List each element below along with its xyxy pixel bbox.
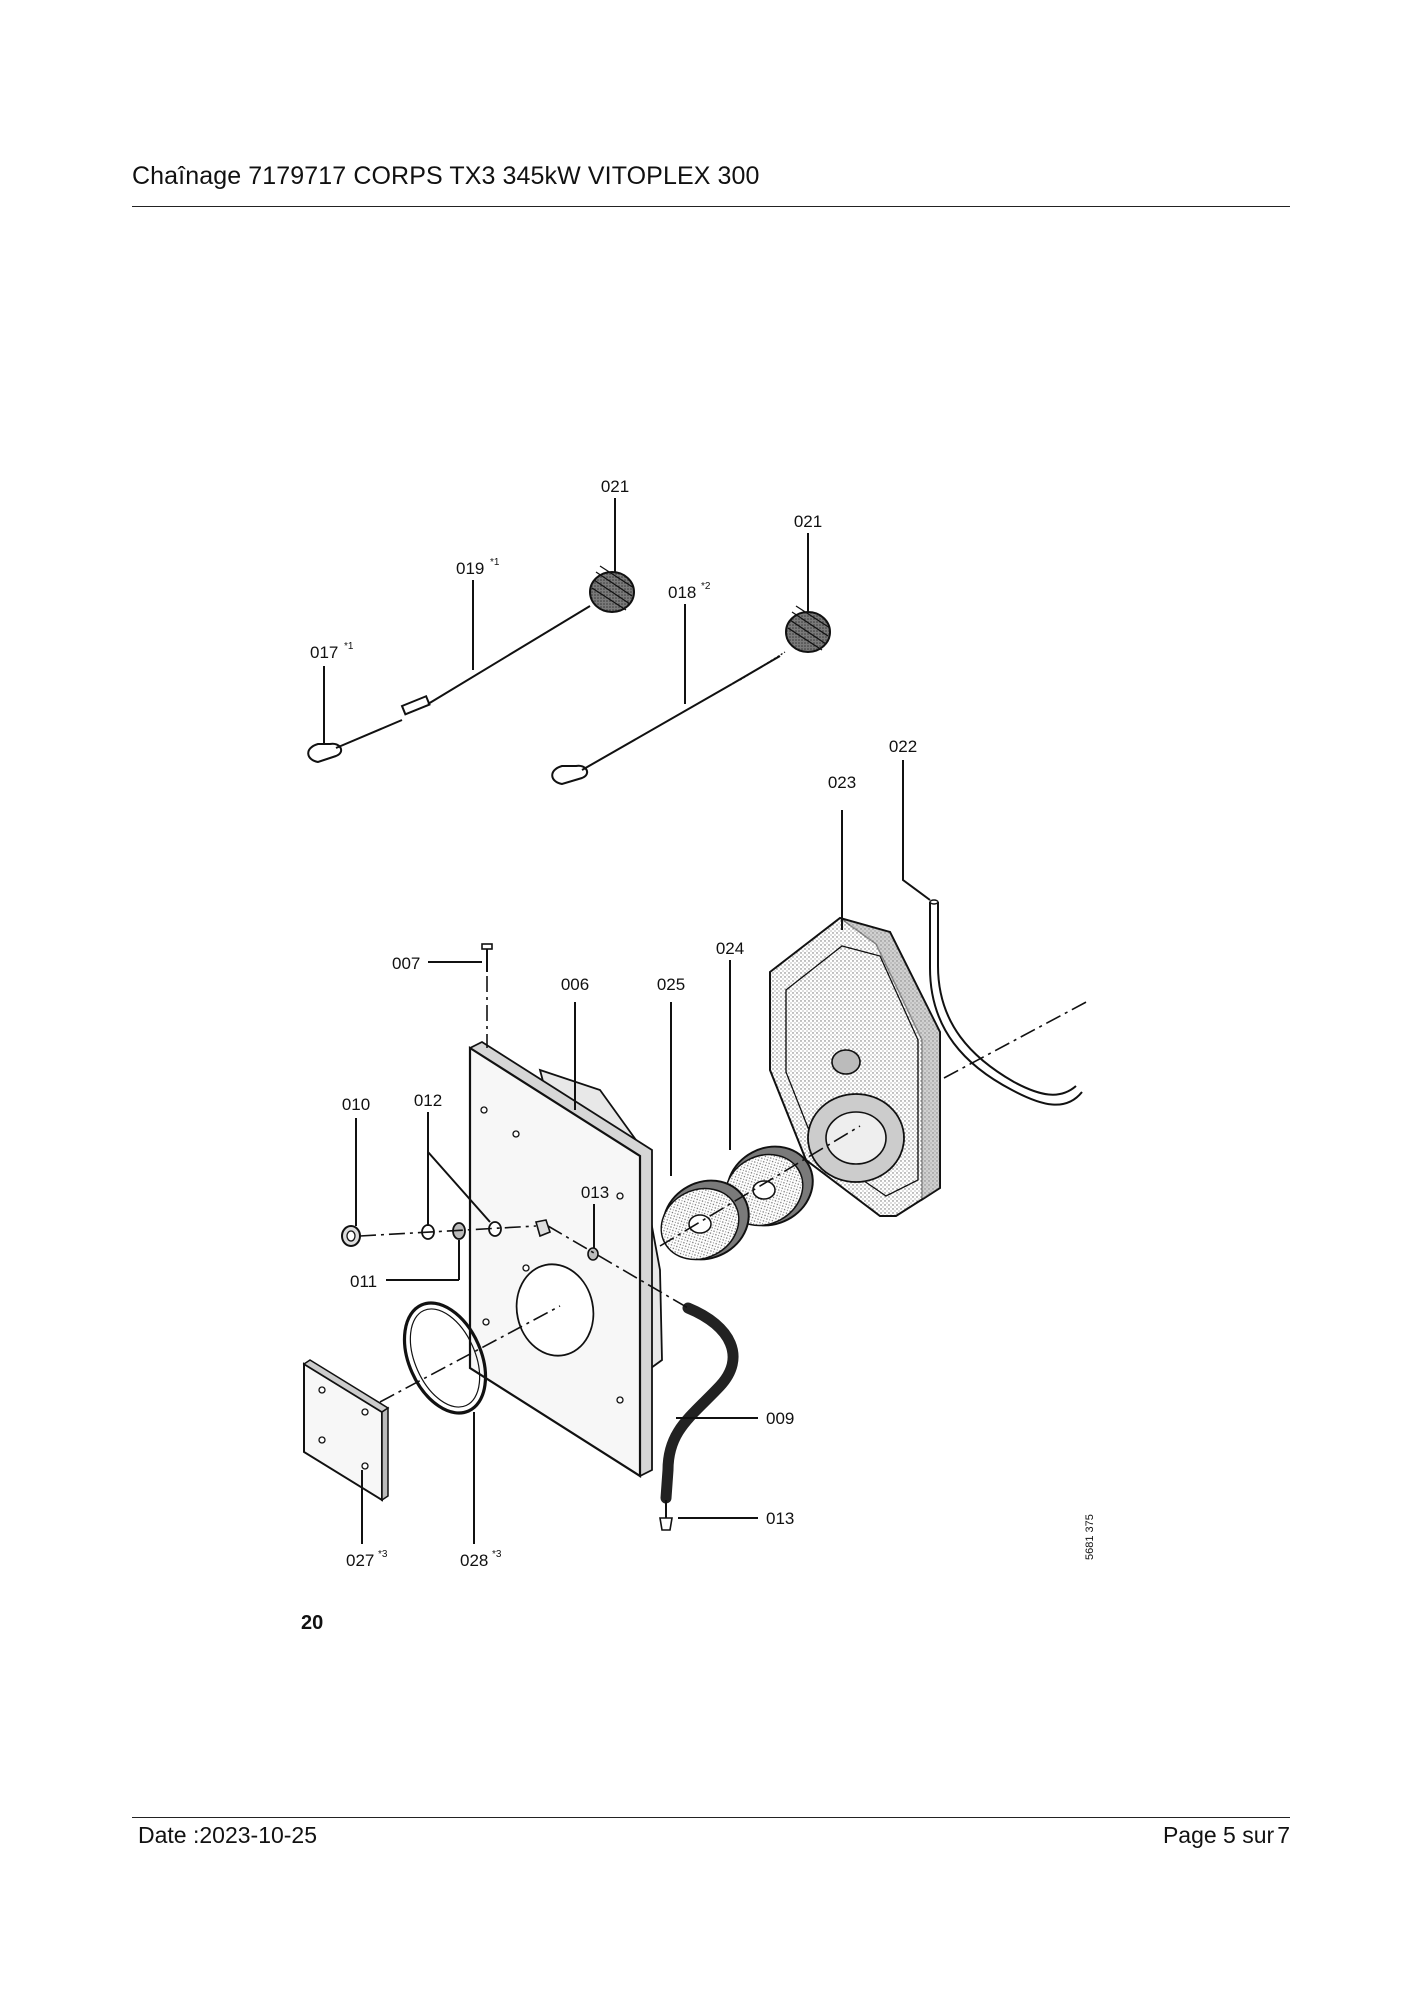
callout-009: 009 xyxy=(766,1409,794,1428)
page-label: Page 5 sur xyxy=(1162,1822,1275,1848)
sight-glass-cooling-pipe xyxy=(929,899,1083,1106)
insulation-small-opening xyxy=(831,1049,861,1075)
door-insulation-block xyxy=(769,916,941,1217)
brush-head-1 xyxy=(589,565,635,613)
callout-012: 012 xyxy=(414,1091,442,1110)
callout-028: 028 xyxy=(460,1551,488,1570)
page-total: 7 xyxy=(1277,1822,1290,1848)
callout-006: 006 xyxy=(561,975,589,994)
door-bolt xyxy=(481,943,493,972)
cover-plate xyxy=(302,1359,390,1502)
boiler-door-plate xyxy=(468,1040,663,1479)
callout-021-b: 021 xyxy=(794,512,822,531)
callout-007: 007 xyxy=(392,954,420,973)
callout-017-note: *1 xyxy=(344,641,354,652)
cleaning-brush-1 xyxy=(307,565,635,764)
callout-027: 027 xyxy=(346,1551,374,1570)
footer-date: Date :2023-10-25 xyxy=(138,1822,318,1848)
callout-017: 017 xyxy=(310,643,338,662)
brush-rod-coupling xyxy=(400,694,431,716)
callout-labels: 021 021 019 *1 018 *2 017 *1 022 023 007… xyxy=(310,477,917,1570)
brush-handle-loop xyxy=(551,764,589,786)
callout-019: 019 xyxy=(456,559,484,578)
callout-010: 010 xyxy=(342,1095,370,1114)
insulation-ring-025 xyxy=(660,1179,750,1261)
page-title: Chaînage 7179717 CORPS TX3 345kW VITOPLE… xyxy=(132,162,760,190)
callout-027-note: *3 xyxy=(378,1549,388,1560)
callout-022: 022 xyxy=(889,737,917,756)
door-gasket-ring xyxy=(402,1301,488,1415)
section-number: 20 xyxy=(301,1612,324,1634)
brush-handle-loop xyxy=(307,742,343,764)
callout-025: 025 xyxy=(657,975,685,994)
callout-023: 023 xyxy=(828,773,856,792)
callout-024: 024 xyxy=(716,939,744,958)
flexible-hose xyxy=(659,1302,739,1531)
callout-013-b: 013 xyxy=(766,1509,794,1528)
callout-013-a: 013 xyxy=(581,1183,609,1202)
footer-divider xyxy=(132,1817,1290,1818)
callout-028-note: *3 xyxy=(492,1549,502,1560)
brush-head-2 xyxy=(785,605,831,653)
assembly-axes xyxy=(359,976,1091,1403)
header-divider xyxy=(132,206,1290,207)
cleaning-brush-2 xyxy=(551,605,831,786)
callout-011: 011 xyxy=(350,1272,377,1291)
door-burner-opening xyxy=(515,1263,595,1357)
callout-018: 018 xyxy=(668,583,696,602)
callout-018-note: *2 xyxy=(701,581,711,592)
leader-lines xyxy=(323,498,931,1544)
callout-019-note: *1 xyxy=(490,557,500,568)
callout-021-a: 021 xyxy=(601,477,629,496)
hose-fitting xyxy=(659,1517,673,1531)
drawing-id: 5681 375 xyxy=(1084,1514,1096,1560)
